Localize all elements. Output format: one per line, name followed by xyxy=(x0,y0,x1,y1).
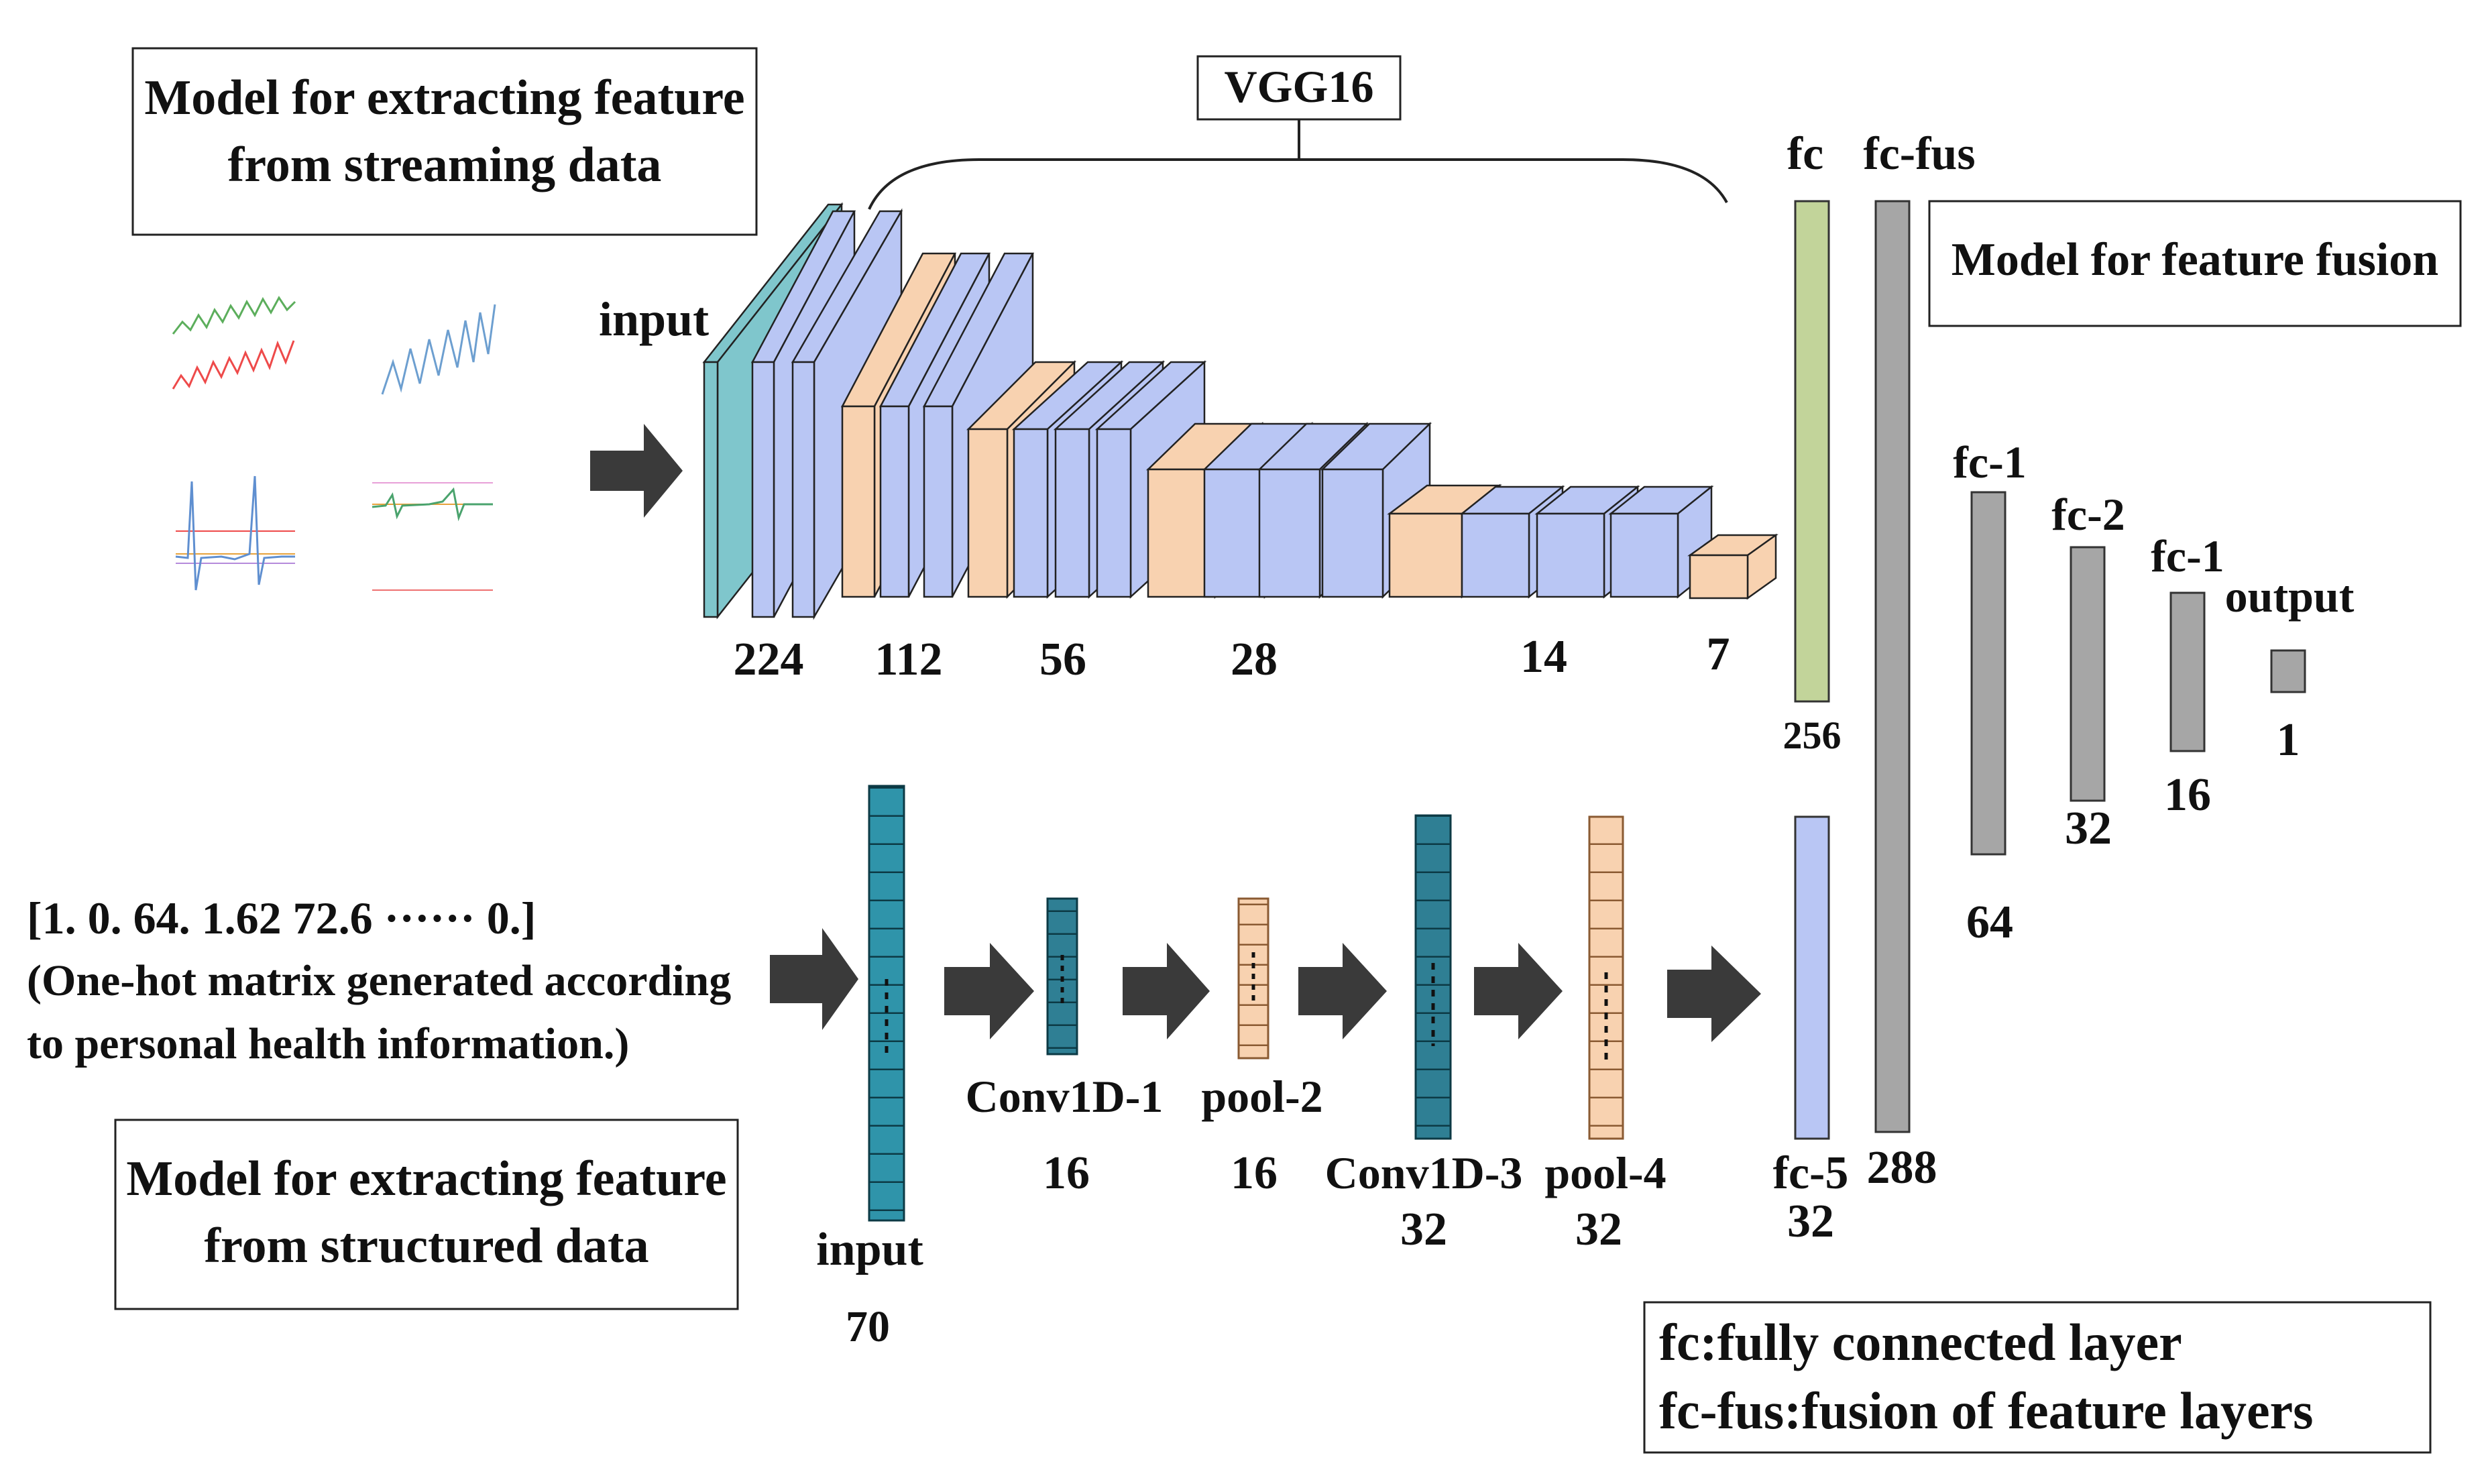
vector-note-line2: to personal health information.) xyxy=(27,1019,629,1068)
signal-thumbnail-ecg xyxy=(175,475,295,591)
fc1-label: fc-1 xyxy=(1953,437,2026,488)
fc1b-layer: fc-1 16 xyxy=(2151,530,2224,821)
arrow-icon xyxy=(944,943,1034,1039)
fc2-value: 32 xyxy=(2065,803,2112,854)
fc-fus-value: 288 xyxy=(1867,1142,1937,1194)
pool-4-label: pool-4 xyxy=(1544,1147,1666,1198)
arrow-icon xyxy=(1298,943,1387,1039)
vgg-size-label: 7 xyxy=(1707,628,1730,680)
conv1d-1-layer: Conv1D-1 16 xyxy=(966,897,1164,1199)
vgg-size-label: 224 xyxy=(734,634,804,685)
pool-4-value: 32 xyxy=(1575,1204,1622,1255)
fc2-bar xyxy=(2070,546,2106,802)
output-layer: output 1 xyxy=(2225,571,2355,766)
fc1b-bar xyxy=(2169,591,2206,752)
arrow-icon xyxy=(590,424,683,518)
fc2-layer: fc-2 32 xyxy=(2051,489,2125,854)
signal-thumbnail-red xyxy=(172,340,295,390)
streaming-model-title-line2: from streaming data xyxy=(228,137,662,192)
fc1-layer: fc-1 64 xyxy=(1953,437,2026,948)
conv1d-3-value: 32 xyxy=(1400,1204,1447,1255)
struct-input-layer: input 70 xyxy=(816,785,923,1351)
vgg-pool-block xyxy=(1687,533,1778,600)
fc2-label: fc-2 xyxy=(2051,489,2125,540)
vgg-size-label: 14 xyxy=(1520,631,1567,683)
arrow-icon xyxy=(1474,943,1563,1039)
fc-5-value: 32 xyxy=(1787,1196,1834,1247)
conv1d-1-value: 16 xyxy=(1043,1147,1090,1199)
signal-thumbnail-green xyxy=(172,296,296,335)
vgg-input-label: input xyxy=(599,292,709,346)
conv1d-1-label: Conv1D-1 xyxy=(966,1071,1164,1122)
fc-5-layer: fc-5 32 xyxy=(1773,815,1849,1247)
pool-2-value: 16 xyxy=(1231,1147,1278,1199)
fc-fus-layer: fc-fus 288 xyxy=(1863,128,1975,1194)
output-bar xyxy=(2270,649,2306,693)
vgg16-group-label: VGG16 xyxy=(868,55,1728,210)
pool-4-layer: pool-4 32 xyxy=(1544,815,1666,1255)
arrow-icon xyxy=(770,928,858,1030)
vgg-size-label: 56 xyxy=(1039,634,1086,685)
vector-note-line1: (One-hot matrix generated according xyxy=(27,956,731,1005)
vgg16-layers xyxy=(702,202,1778,620)
fc-bar xyxy=(1794,200,1830,703)
fusion-model-box: Model for feature fusion xyxy=(1928,200,2462,327)
signal-thumbnail-blue xyxy=(381,304,496,395)
fc-label: fc xyxy=(1787,128,1823,180)
legend-line1: fc:fully connected layer xyxy=(1659,1313,2182,1371)
struct-input-label: input xyxy=(816,1224,923,1275)
arrow-icon xyxy=(1667,946,1761,1042)
fc1b-value: 16 xyxy=(2164,769,2211,821)
legend-line2: fc-fus:fusion of feature layers xyxy=(1659,1381,2314,1440)
fc-value: 256 xyxy=(1783,714,1842,757)
struct-input-value: 70 xyxy=(846,1302,890,1351)
vgg16-label: VGG16 xyxy=(1225,61,1374,112)
fc1-value: 64 xyxy=(1966,897,2013,948)
streaming-model-title-line1: Model for extracting feature xyxy=(144,70,744,125)
fc-fus-bar xyxy=(1874,200,1911,1133)
output-value: 1 xyxy=(2277,714,2300,766)
conv1d-3-layer: Conv1D-3 32 xyxy=(1325,814,1523,1255)
streaming-signal-thumbnails xyxy=(172,296,496,591)
legend-box: fc:fully connected layer fc-fus:fusion o… xyxy=(1643,1301,2432,1454)
vgg-conv-block xyxy=(1608,485,1714,599)
output-label: output xyxy=(2225,571,2355,622)
fc1-bar xyxy=(1970,491,2006,856)
structured-model-box: Model for extracting feature from struct… xyxy=(114,1119,739,1310)
pool-2-label: pool-2 xyxy=(1201,1071,1322,1122)
pool-2-layer: pool-2 16 xyxy=(1201,897,1323,1199)
fc-layer: fc 256 xyxy=(1783,128,1842,757)
vgg-size-label: 28 xyxy=(1231,634,1278,685)
fc-5-label: fc-5 xyxy=(1773,1147,1849,1199)
structured-model-title-line2: from structured data xyxy=(204,1218,648,1273)
structured-model-title-line1: Model for extracting feature xyxy=(126,1151,726,1206)
arrow-icon xyxy=(1123,943,1210,1039)
fusion-model-title: Model for feature fusion xyxy=(1952,234,2439,286)
fc-fus-label: fc-fus xyxy=(1863,128,1975,180)
vgg-size-label: 112 xyxy=(874,634,942,685)
signal-thumbnail-multi xyxy=(372,482,493,591)
vector-example: [1. 0. 64. 1.62 72.6 ······ 0.] xyxy=(27,893,536,944)
vgg16-brace xyxy=(868,119,1728,210)
streaming-model-box: Model for extracting feature from stream… xyxy=(131,47,758,236)
conv1d-3-label: Conv1D-3 xyxy=(1325,1147,1523,1198)
fc1b-label: fc-1 xyxy=(2151,530,2224,581)
